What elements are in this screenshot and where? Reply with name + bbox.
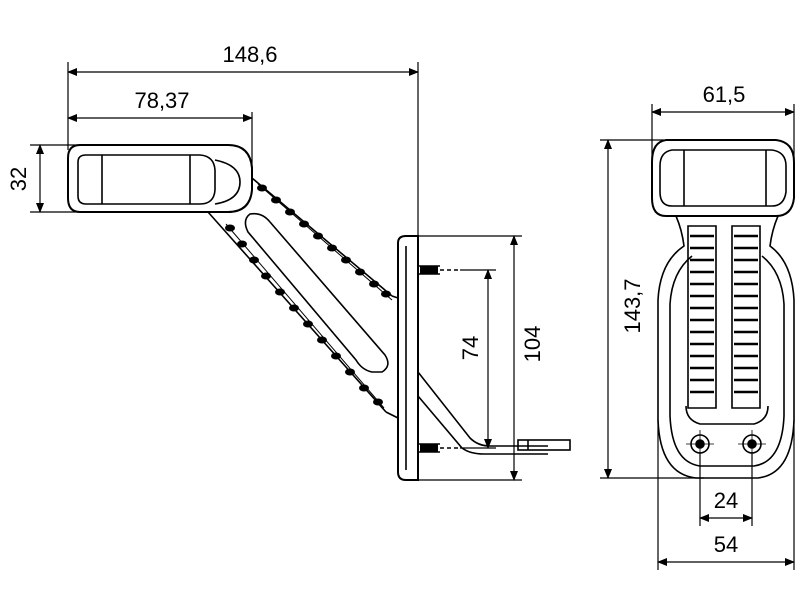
dim-overall-length: 148,6 xyxy=(222,42,277,67)
dim-lamp-length: 78,37 xyxy=(134,88,189,113)
front-view xyxy=(651,139,795,479)
front-dimensions xyxy=(600,104,795,570)
side-screws xyxy=(418,265,460,453)
side-arm-rib-lines xyxy=(225,183,393,409)
side-lamp-head xyxy=(67,144,253,213)
dim-hole-spacing: 24 xyxy=(714,488,738,513)
side-cable xyxy=(417,371,571,455)
front-mount-holes xyxy=(686,430,766,458)
dim-overall-height: 143,7 xyxy=(620,278,645,333)
dim-base-height: 104 xyxy=(520,326,545,363)
side-arm xyxy=(207,177,393,413)
side-view xyxy=(67,144,571,481)
dim-lamp-width: 61,5 xyxy=(703,82,746,107)
side-mount-base xyxy=(385,235,419,481)
side-dimensions xyxy=(30,62,522,481)
front-rail-ribs xyxy=(690,234,758,394)
side-arm-ribs xyxy=(225,184,391,406)
dim-lamp-height: 32 xyxy=(6,167,31,191)
front-body xyxy=(657,215,795,479)
front-rails xyxy=(687,225,761,409)
dim-mount-hole-spacing: 74 xyxy=(458,336,483,360)
front-lamp-head xyxy=(651,139,795,217)
dim-base-width: 54 xyxy=(714,532,738,557)
